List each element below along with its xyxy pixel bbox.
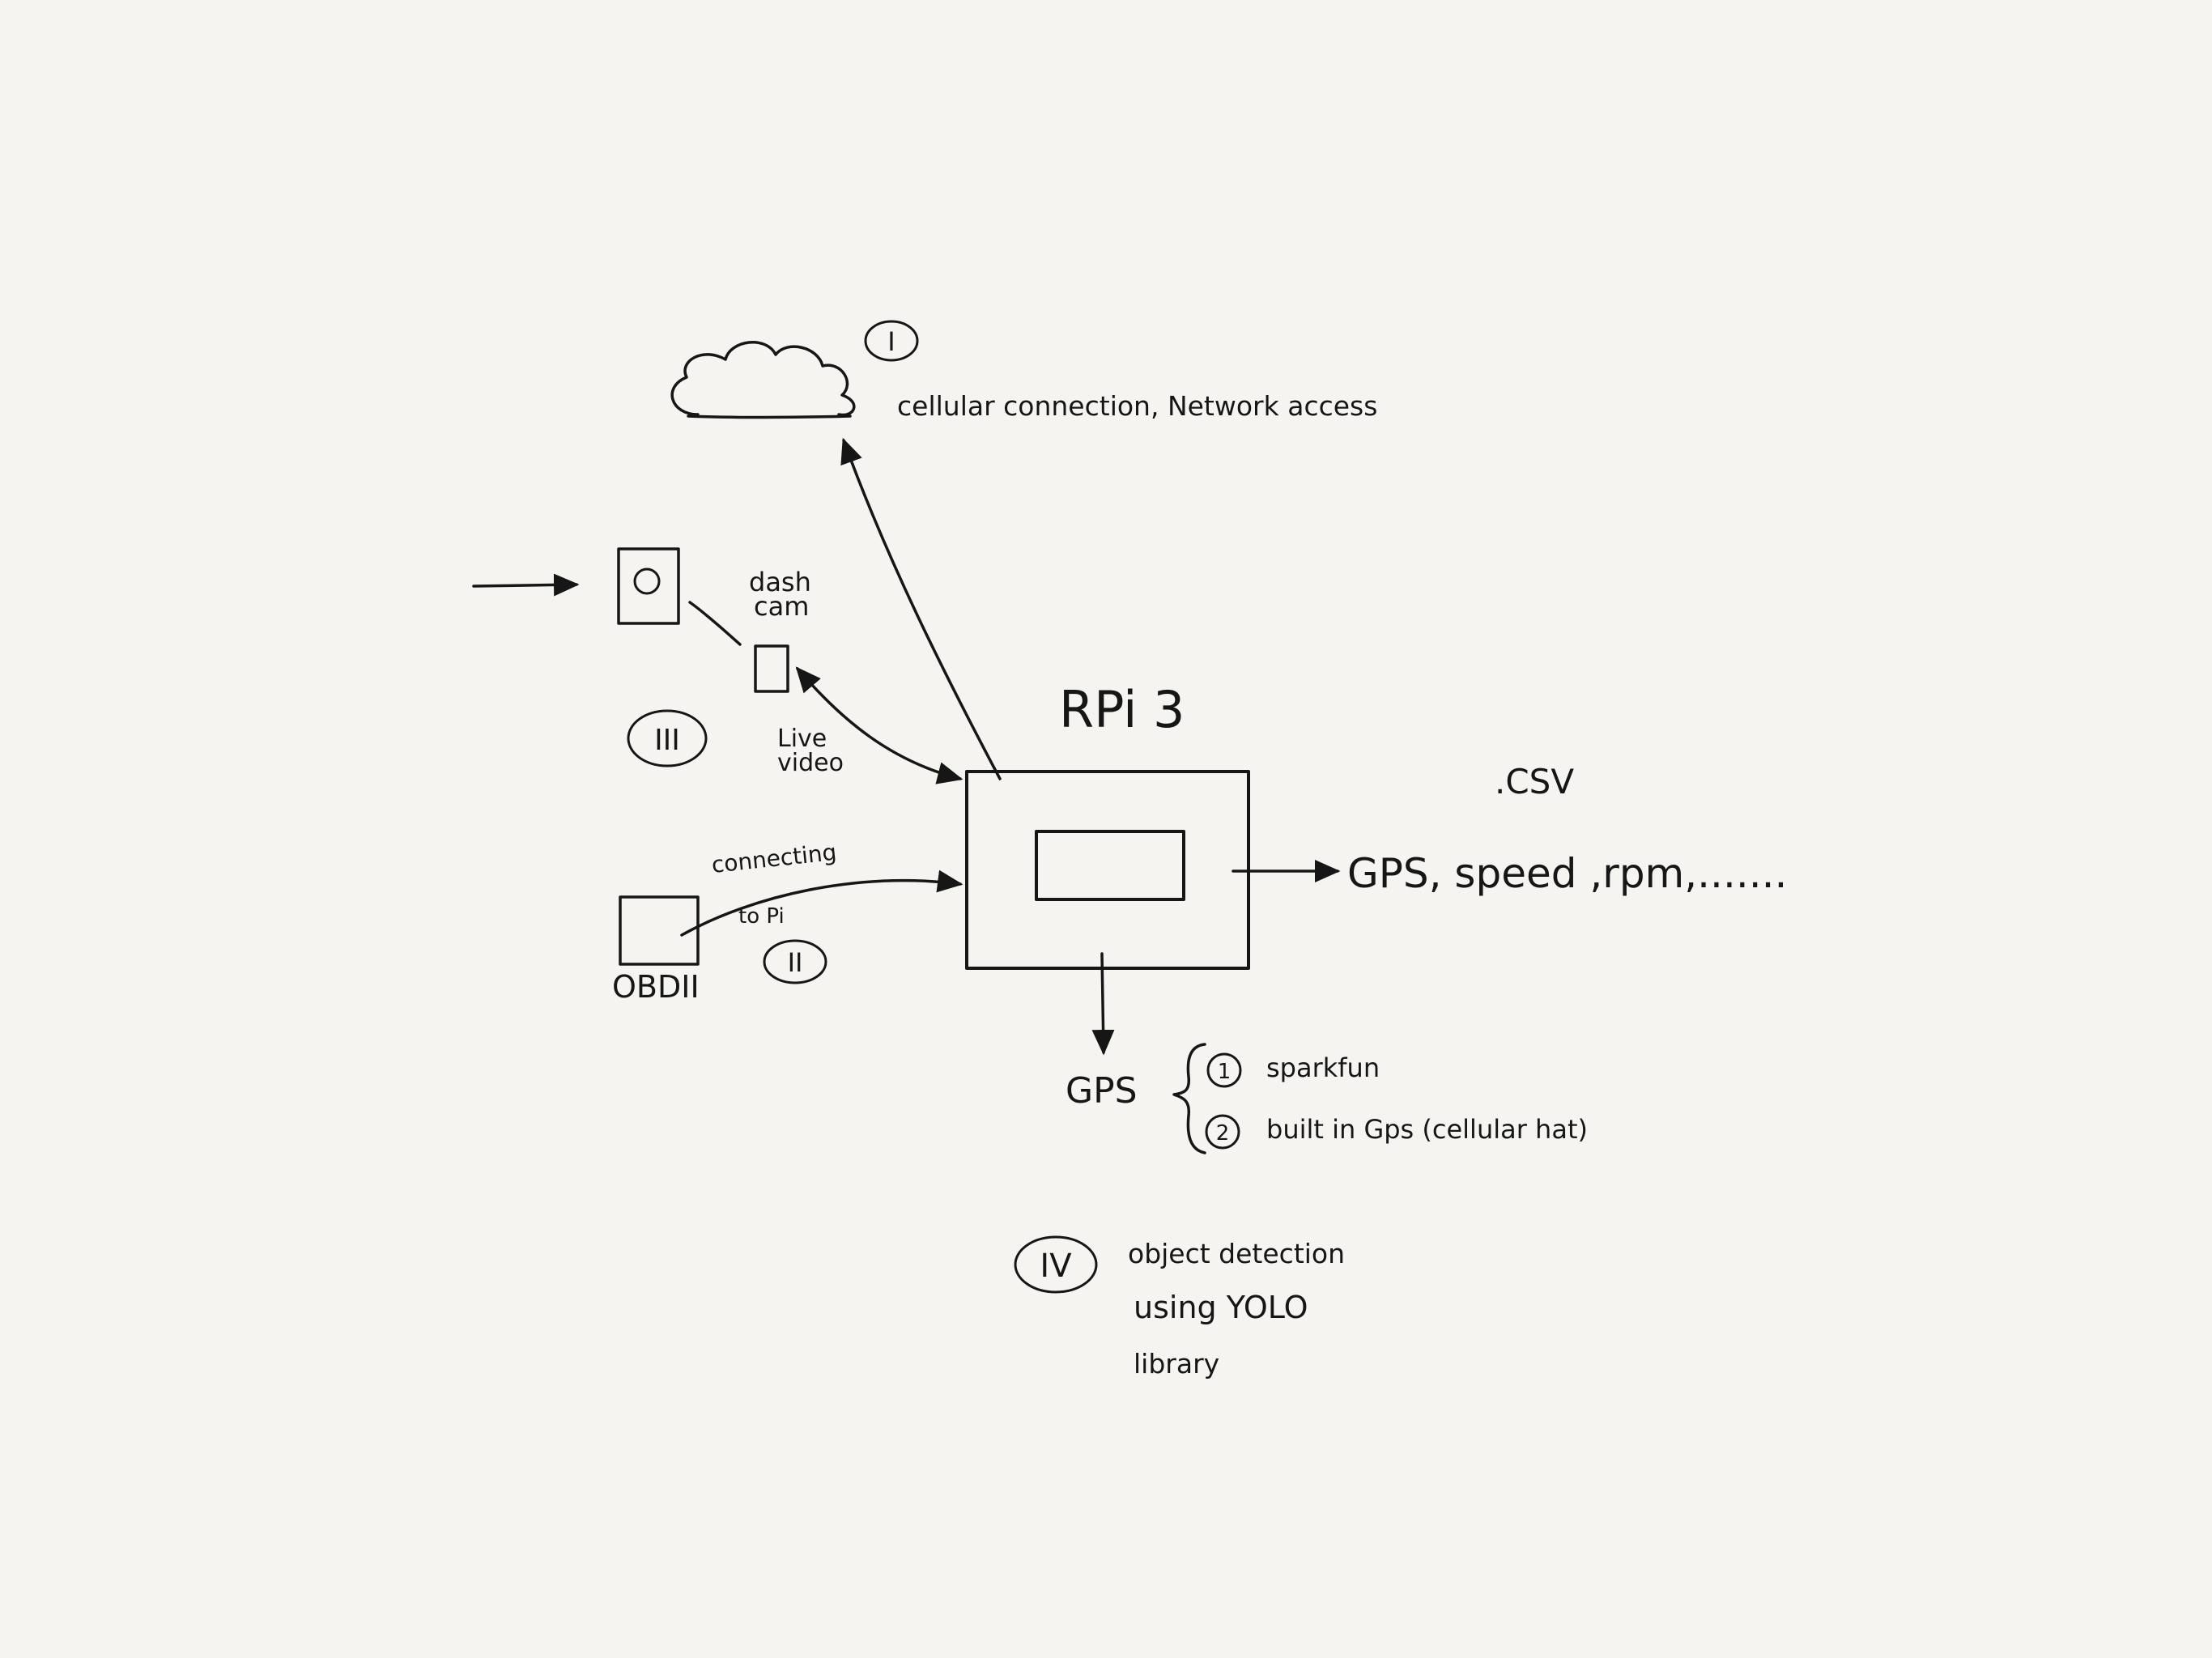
rpi-board bbox=[965, 770, 1250, 970]
yolo-note-line3: library bbox=[1134, 1348, 1219, 1380]
dashcam-label-line1: dash bbox=[749, 567, 811, 597]
cloud-label: cellular connection, Network access bbox=[897, 390, 1377, 422]
obd-group: OBDII connecting to Pi II bbox=[612, 839, 963, 1005]
marker-three-circle bbox=[627, 709, 708, 767]
gps-label: GPS bbox=[1066, 1070, 1138, 1112]
obd-to-rpi-arrow bbox=[680, 869, 963, 937]
marker-two-text: II bbox=[788, 947, 803, 978]
camera-mount bbox=[754, 644, 789, 693]
raspberry-pi-group: RPi 3 bbox=[965, 680, 1250, 970]
option-two-text: built in Gps (cellular hat) bbox=[1266, 1114, 1588, 1145]
live-video-label-line2: video bbox=[777, 749, 844, 777]
output-label: GPS, speed ,rpm,....... bbox=[1347, 850, 1787, 897]
camera-lens-icon bbox=[633, 568, 661, 595]
option-two-number: 2 bbox=[1216, 1121, 1230, 1146]
gps-group: GPS 1 sparkfun 2 built in Gps (cellular … bbox=[1066, 952, 1588, 1154]
marker-four-text: IV bbox=[1040, 1248, 1072, 1285]
marker-four-circle bbox=[1014, 1235, 1098, 1294]
yolo-note-line2: using YOLO bbox=[1134, 1290, 1308, 1325]
gps-brace bbox=[1172, 1043, 1206, 1154]
dashcam-label-line2: cam bbox=[754, 591, 809, 622]
connecting-label-line2: to Pi bbox=[738, 904, 785, 929]
camera-rpi-arrow bbox=[795, 666, 963, 784]
csv-label: .CSV bbox=[1495, 762, 1574, 801]
yolo-note-line1: object detection bbox=[1128, 1238, 1345, 1269]
camera-body bbox=[617, 547, 680, 625]
marker-one-circle bbox=[864, 320, 919, 362]
option-one-circle bbox=[1206, 1052, 1242, 1088]
camera-cable bbox=[688, 601, 742, 646]
option-one-number: 1 bbox=[1218, 1060, 1231, 1084]
option-two-circle bbox=[1205, 1114, 1240, 1150]
obd-label: OBDII bbox=[612, 969, 700, 1005]
cloud-base-line bbox=[687, 414, 852, 419]
rpi-chip bbox=[1035, 830, 1185, 901]
cloud-group: I cellular connection, Network access bbox=[670, 320, 1377, 422]
marker-three-text: III bbox=[654, 724, 680, 757]
rpi-to-cloud-arrow bbox=[840, 437, 1002, 780]
rpi-label: RPi 3 bbox=[1059, 680, 1185, 739]
marker-one-text: I bbox=[887, 326, 895, 357]
input-arrow bbox=[472, 573, 580, 597]
rpi-to-gps-arrow bbox=[1091, 952, 1115, 1056]
connecting-label-line1: connecting bbox=[710, 839, 838, 878]
yolo-note-group: IV object detection using YOLO library bbox=[1014, 1235, 1345, 1380]
obd-box bbox=[619, 895, 700, 966]
output-group: .CSV GPS, speed ,rpm,....... bbox=[1231, 762, 1787, 897]
cloud-icon bbox=[670, 341, 856, 417]
marker-two-circle bbox=[763, 939, 827, 984]
option-one-text: sparkfun bbox=[1266, 1052, 1380, 1083]
dashcam-group: dash cam III Live video bbox=[472, 547, 844, 777]
